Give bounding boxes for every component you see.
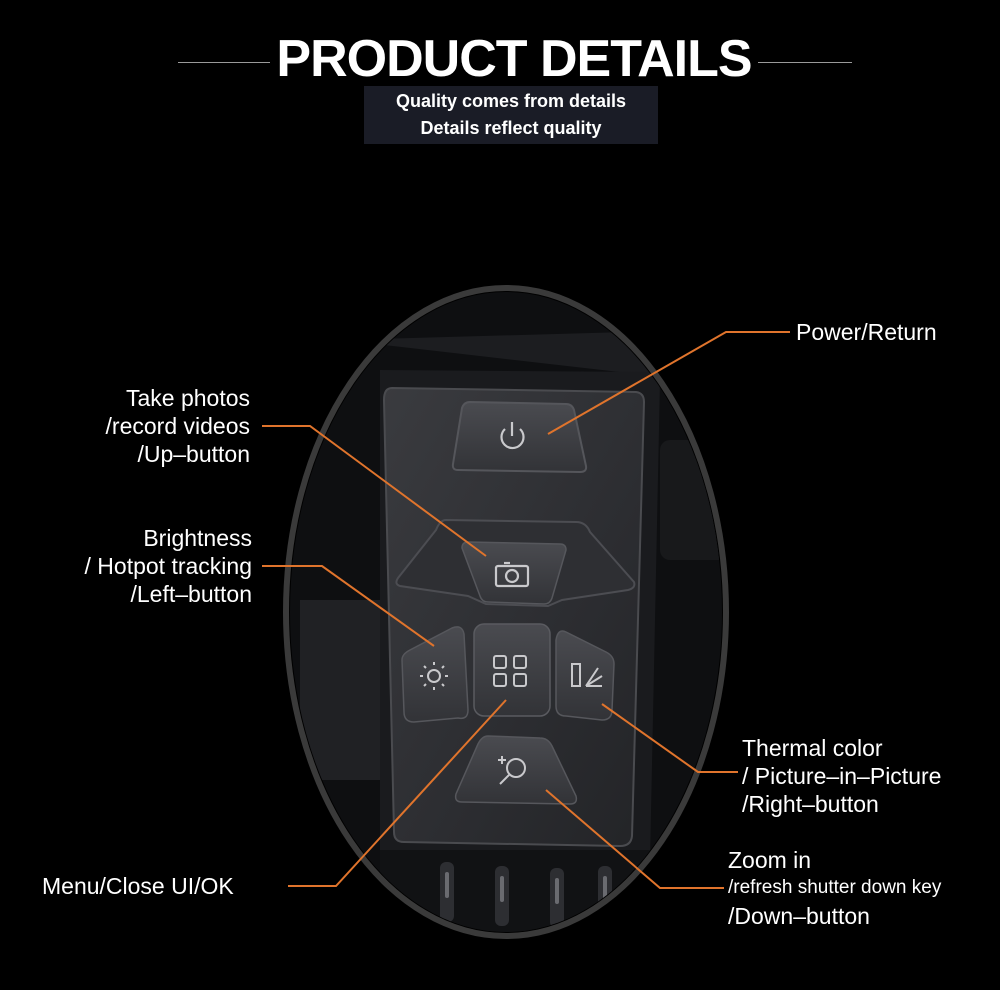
leader-up bbox=[262, 425, 487, 557]
power-icon bbox=[500, 422, 525, 450]
callout-left: Brightness / Hotpot tracking /Left–butto… bbox=[20, 524, 252, 608]
title-rule-left bbox=[178, 62, 270, 63]
callout-right-line-1: Thermal color bbox=[742, 735, 883, 761]
control-pad bbox=[382, 386, 646, 848]
callout-down-line-2: /refresh shutter down key bbox=[728, 877, 942, 898]
callout-down: Zoom in /refresh shutter down key /Down–… bbox=[728, 846, 941, 930]
leader-menu bbox=[288, 699, 507, 887]
callout-down-line-3: /Down–button bbox=[728, 903, 870, 929]
callout-right: Thermal color / Picture–in–Picture /Righ… bbox=[742, 734, 941, 818]
callout-menu-text: Menu/Close UI/OK bbox=[42, 873, 234, 899]
callout-left-line-1: Brightness bbox=[143, 525, 252, 551]
right-button[interactable] bbox=[555, 630, 615, 721]
leader-thermal bbox=[601, 703, 738, 773]
header: PRODUCT DETAILS Quality comes from detai… bbox=[0, 0, 1000, 160]
zoom-in-icon bbox=[498, 756, 526, 785]
menu-grid-icon bbox=[493, 655, 527, 687]
callout-up-line-3: /Up–button bbox=[137, 441, 250, 467]
leader-power bbox=[547, 331, 790, 435]
power-button[interactable] bbox=[451, 400, 588, 474]
leader-lines bbox=[262, 331, 790, 889]
callout-down-line-1: Zoom in bbox=[728, 847, 812, 873]
page-title: PRODUCT DETAILS bbox=[276, 30, 752, 88]
device-body bbox=[290, 292, 722, 932]
thermal-palette-icon bbox=[571, 663, 603, 687]
callout-power: Power/Return bbox=[796, 318, 937, 346]
callout-right-line-2: / Picture–in–Picture bbox=[742, 763, 942, 789]
callout-menu: Menu/Close UI/OK bbox=[42, 872, 234, 900]
tagline-line-1: Quality comes from details bbox=[395, 91, 627, 111]
camera-icon bbox=[494, 561, 530, 588]
callout-up-line-1: Take photos bbox=[125, 385, 250, 411]
callout-right-line-3: /Right–button bbox=[742, 791, 879, 817]
brightness-icon bbox=[420, 662, 448, 690]
callout-left-line-2: / Hotpot tracking bbox=[84, 553, 252, 579]
callout-up: Take photos /record videos /Up–button bbox=[40, 384, 250, 468]
callout-up-line-2: /record videos bbox=[105, 413, 250, 439]
leader-left bbox=[262, 565, 435, 647]
menu-button[interactable] bbox=[473, 623, 551, 717]
title-rule-right bbox=[758, 62, 852, 63]
tagline-box: Quality comes from details Details refle… bbox=[364, 86, 658, 144]
down-button[interactable] bbox=[454, 735, 578, 805]
callout-power-text: Power/Return bbox=[796, 319, 937, 345]
left-button[interactable] bbox=[401, 626, 469, 723]
lens-frame bbox=[283, 285, 729, 939]
callout-left-line-3: /Left–button bbox=[130, 581, 253, 607]
tagline-line-2: Details reflect quality bbox=[420, 118, 602, 138]
leader-down bbox=[545, 789, 724, 889]
